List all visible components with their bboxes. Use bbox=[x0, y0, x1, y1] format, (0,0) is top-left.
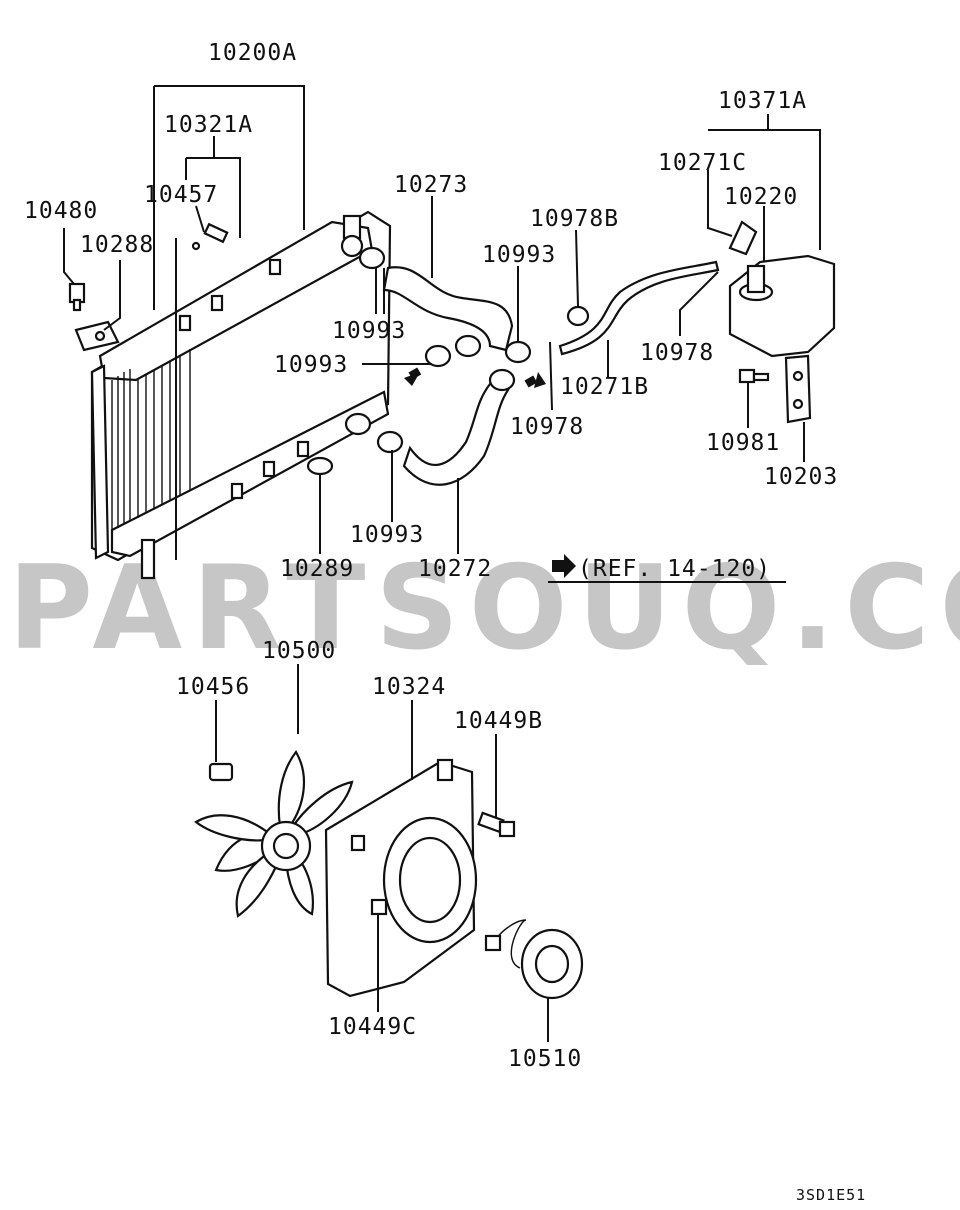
label-10993-top[interactable]: 10993 bbox=[332, 318, 406, 344]
bolt-10449C[interactable] bbox=[370, 898, 388, 916]
label-10978B[interactable]: 10978B bbox=[530, 206, 619, 232]
nut-10456[interactable] bbox=[208, 762, 234, 782]
leader-lines bbox=[63, 85, 821, 1042]
bolt-10449B[interactable] bbox=[477, 811, 516, 838]
insulator-10289[interactable] bbox=[306, 456, 334, 476]
label-10993-right[interactable]: 10993 bbox=[482, 242, 556, 268]
label-10288[interactable]: 10288 bbox=[80, 232, 154, 258]
label-10200A[interactable]: 10200A bbox=[208, 40, 297, 66]
label-10271C[interactable]: 10271C bbox=[658, 150, 747, 176]
watermark: PARTSOUQ.COM bbox=[8, 541, 960, 676]
bolt-10981[interactable] bbox=[738, 368, 770, 384]
plug-10457[interactable] bbox=[191, 222, 229, 251]
label-10220[interactable]: 10220 bbox=[724, 184, 798, 210]
label-10321A[interactable]: 10321A bbox=[164, 112, 253, 138]
label-10981[interactable]: 10981 bbox=[706, 430, 780, 456]
label-10500[interactable]: 10500 bbox=[262, 638, 336, 664]
label-10978-right[interactable]: 10978 bbox=[640, 340, 714, 366]
label-10271B[interactable]: 10271B bbox=[560, 374, 649, 400]
label-10203[interactable]: 10203 bbox=[764, 464, 838, 490]
label-10456[interactable]: 10456 bbox=[176, 674, 250, 700]
label-10993-bottom[interactable]: 10993 bbox=[350, 522, 424, 548]
hose-10272[interactable] bbox=[402, 368, 516, 486]
label-10324[interactable]: 10324 bbox=[372, 674, 446, 700]
reserve-tank-10371A[interactable] bbox=[728, 220, 836, 358]
label-10371A[interactable]: 10371A bbox=[718, 88, 807, 114]
cap-10480[interactable] bbox=[68, 282, 86, 312]
ref-arrow-icon bbox=[552, 554, 576, 578]
label-10480[interactable]: 10480 bbox=[24, 198, 98, 224]
label-10289[interactable]: 10289 bbox=[280, 556, 354, 582]
label-10457[interactable]: 10457 bbox=[144, 182, 218, 208]
part-labels: 10200A 10321A 10457 10480 10288 10273 10… bbox=[24, 40, 866, 1204]
diagram-code: 3SD1E51 bbox=[796, 1186, 866, 1204]
cushion-10288[interactable] bbox=[74, 320, 120, 352]
label-10978-lower[interactable]: 10978 bbox=[510, 414, 584, 440]
flow-arrows bbox=[404, 367, 546, 388]
label-10273[interactable]: 10273 bbox=[394, 172, 468, 198]
overflow-hose-10271B[interactable] bbox=[558, 260, 720, 356]
label-10510[interactable]: 10510 bbox=[508, 1046, 582, 1072]
label-10449C[interactable]: 10449C bbox=[328, 1014, 417, 1040]
fan-motor-10510[interactable] bbox=[484, 919, 584, 1000]
bracket-10203[interactable] bbox=[784, 354, 812, 424]
label-10272[interactable]: 10272 bbox=[418, 556, 492, 582]
hose-10273[interactable] bbox=[382, 266, 514, 358]
radiator[interactable] bbox=[90, 210, 392, 580]
shroud-10324[interactable] bbox=[324, 758, 478, 998]
label-10449B[interactable]: 10449B bbox=[454, 708, 543, 734]
label-10993-mid[interactable]: 10993 bbox=[274, 352, 348, 378]
fan-10500[interactable] bbox=[194, 750, 354, 918]
reference-label[interactable]: (REF. 14-120) bbox=[578, 556, 771, 582]
